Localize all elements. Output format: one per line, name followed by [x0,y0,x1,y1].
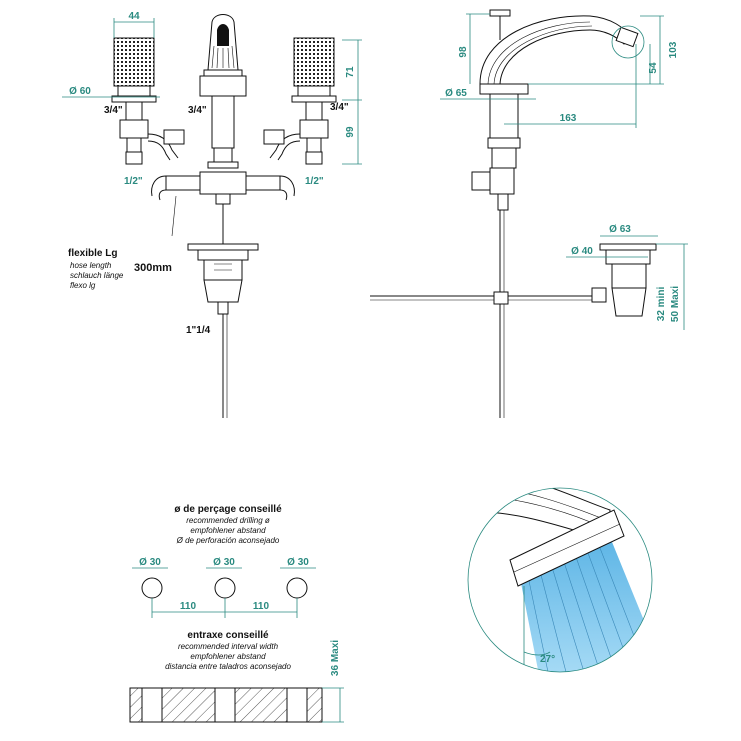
thread-left-label: 3/4" [104,105,123,116]
drilling-line-en: recommended drilling ø [186,516,270,525]
hose-length-label: 300mm [134,262,172,274]
spout-height-label: 98 [458,46,469,58]
hole-1-diameter: Ø 30 [139,557,161,568]
front-waste [187,243,259,418]
interval-line-es: distancia entre taladros aconsejado [165,662,291,671]
outlet-height-label: 54 [648,62,659,74]
handle-width-label: 44 [128,11,140,22]
center-spout [199,14,247,169]
front-base-diameter-label: Ø 60 [69,86,91,97]
hole-3-diameter: Ø 30 [287,557,309,568]
waste-top-diameter-label: Ø 63 [609,224,631,235]
reach-label: 163 [560,113,577,124]
drilling-section: ø de perçage conseillé recommended drill… [132,504,316,618]
side-view: 98 103 54 Ø 65 163 Ø 63 Ø 40 32 mini 50 … [370,9,688,418]
waste-body-diameter-label: Ø 40 [571,246,593,257]
front-dimensions: 44 Ø 60 71 99 [62,11,362,165]
hose-line-de: schlauch länge [70,271,124,280]
inlet-right-label: 1/2" [305,176,324,187]
inlet-left-label: 1/2" [124,176,143,187]
mixer-tee [151,171,295,244]
interval-section: entraxe conseillé recommended interval w… [129,630,344,723]
thread-right-label: 3/4" [330,102,349,113]
height-lower-label: 99 [345,126,356,138]
thread-center-label: 3/4" [188,105,207,116]
spacing-left: 110 [180,601,197,612]
hole-2-diameter: Ø 30 [213,557,235,568]
drill-hole-2 [214,577,236,599]
right-handle [263,37,337,165]
drilling-line-de: empfohlener abstand [190,526,266,535]
hose-line-es: flexo lg [70,281,96,290]
side-dimensions: 98 103 54 Ø 65 163 Ø 63 Ø 40 32 mini 50 … [440,13,688,330]
interval-line-de: empfohlener abstand [190,652,266,661]
hose-title: flexible Lg [68,248,117,259]
interval-title: entraxe conseillé [187,630,269,641]
overall-height-label: 103 [668,41,679,58]
side-base-diameter-label: Ø 65 [445,88,467,99]
waste-thread-label: 1"1/4 [186,325,211,336]
interval-line-en: recommended interval width [178,642,279,651]
height-upper-label: 71 [345,66,356,78]
drilling-line-es: Ø de perforación aconsejado [176,536,280,545]
spacing-right: 110 [253,601,270,612]
max-thickness-label: 36 Maxi [330,640,341,676]
hose-line-en: hose length [70,261,112,270]
front-view: 44 Ø 60 71 99 3/4" 3/4" 3/4" 1/2" 1/2" [62,11,362,418]
drilling-title: ø de perçage conseillé [174,504,282,515]
drill-hole-1 [141,577,163,599]
left-handle [111,37,185,165]
waste-max-label: 50 Maxi [670,286,681,322]
waste-min-label: 32 mini [656,287,667,322]
hose-note: flexible Lg hose length schlauch länge f… [68,248,172,290]
jet-angle-label: 27° [540,654,555,665]
aerator-detail: 27° [467,487,653,673]
drill-hole-3 [286,577,308,599]
